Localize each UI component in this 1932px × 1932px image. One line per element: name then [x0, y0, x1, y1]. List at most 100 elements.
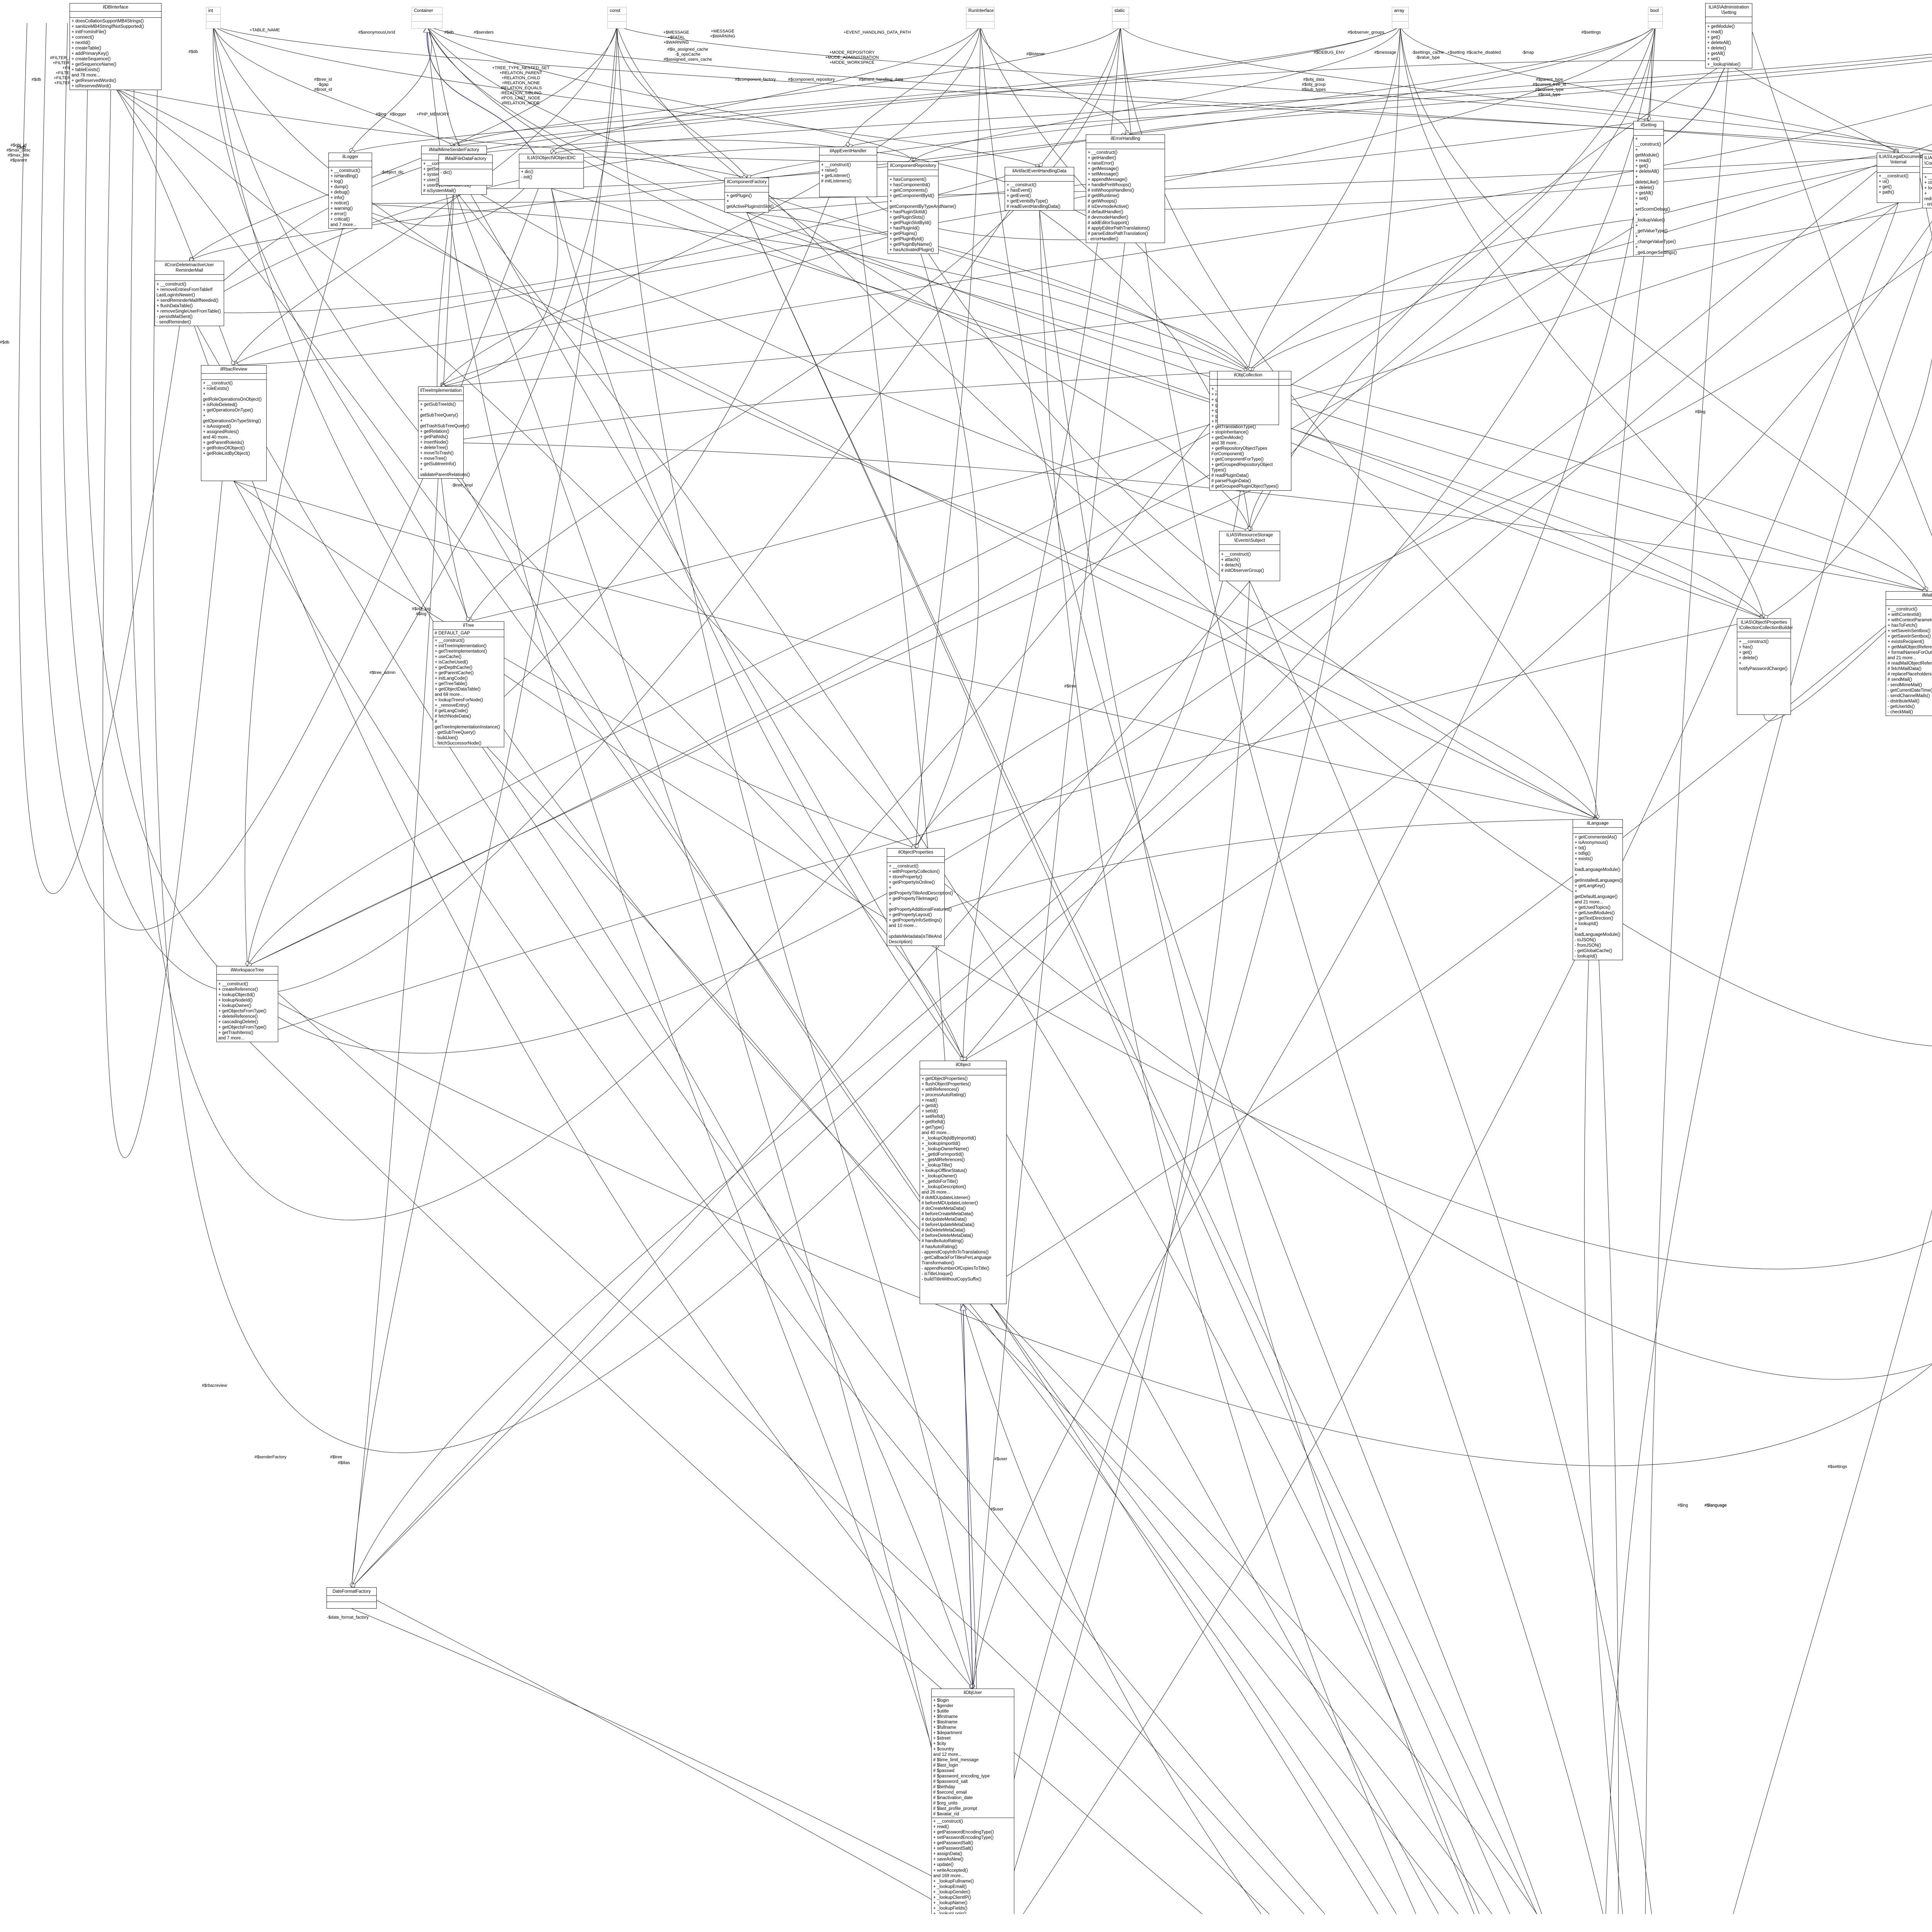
class-node-ilCronDeleteInactiveUserReminderMail[interactable]: ilCronDeleteInactiveUser ReminderMail+ _…	[155, 261, 224, 326]
edge-label: #$obj_id #$max_desc #$max_title #$parent	[7, 143, 31, 163]
edge-label: +MESSAGE +$WARNING	[710, 29, 735, 39]
class-node-attributes	[1923, 168, 1932, 174]
edge-label: #$obj_data #$obj_group #$sub_types	[1302, 77, 1326, 92]
class-node-attributes	[418, 395, 463, 401]
class-node-title: ilObjUser	[932, 1689, 1014, 1697]
class-node-ilMailFileDataFactory[interactable]: ilMailFileDataFactory- dic()	[439, 155, 493, 185]
edge-label: #$db	[0, 340, 9, 345]
edge-label: #$rbacreview	[202, 1383, 227, 1388]
edge-label: +$setting	[1447, 50, 1465, 55]
edge-label: #$ilias	[338, 1461, 350, 1466]
edge-label: #$user	[990, 1507, 1003, 1512]
class-node-title: Container	[412, 7, 442, 15]
class-node-ilAppEventHandler[interactable]: ilAppEventHandler+ __construct() + raise…	[819, 147, 877, 197]
class-node-static[interactable]: static	[1112, 7, 1129, 29]
edge-label: #$obj_log #$log	[412, 607, 430, 617]
edge-label: #$language	[1704, 1503, 1727, 1508]
class-node-operations: + dic() - init()	[519, 168, 583, 181]
class-node-Container[interactable]: Container	[412, 7, 442, 29]
class-node-int[interactable]: int	[206, 7, 221, 29]
class-node-const[interactable]: const	[607, 7, 627, 29]
edge-label: #$senderFactory	[255, 1455, 287, 1460]
class-node-ilObjectCustomUserFieldsCollection[interactable]: ILIAS\Object\Properties \CollectionColle…	[1737, 618, 1791, 715]
edge-label: #$tree	[330, 1455, 342, 1460]
edge-label: #$event_handling_data	[859, 77, 903, 82]
edge-label: -$object_dic	[381, 170, 403, 175]
class-node-title: RunInterface	[966, 7, 994, 15]
class-node-DateFormatFactory[interactable]: DateFormatFactory	[327, 1587, 377, 1609]
class-node-ilObjectProperties[interactable]: ilObjectProperties+ __construct() + with…	[887, 848, 945, 946]
class-node-operations	[1648, 22, 1662, 28]
class-node-attributes	[70, 12, 161, 18]
class-node-ilTreeImplementation[interactable]: ilTreeImplementation+ getSubTreeIds() + …	[418, 386, 464, 479]
edge-label: #$db	[444, 30, 454, 35]
class-node-title: ilComponentFactory	[725, 178, 769, 186]
class-node-ilMail[interactable]: ilMail+ __construct() + withContextId() …	[1886, 591, 1932, 716]
class-node-ILIAS_LegalDocuments_ConsumerToolbox_Routing[interactable]: ILIAS\LegalDocuments \ConsumerToolbox\Ro…	[1922, 154, 1932, 208]
class-node-attributes	[820, 155, 877, 162]
class-node-ilComponentRepository[interactable]: ilComponentRepository+ hasComponent() + …	[888, 162, 939, 254]
edge-label: #$log	[376, 112, 386, 117]
class-node-attributes	[1706, 17, 1752, 23]
edge-label: #$settings	[1582, 30, 1601, 35]
class-node-attributes	[1005, 175, 1074, 182]
class-node-operations: + __construct() + getHandler() + raiseEr…	[1086, 149, 1165, 243]
class-node-ilErrorHandling[interactable]: ilErrorHandling+ __construct() + getHand…	[1086, 134, 1165, 243]
edge-label: #$logger	[390, 112, 406, 117]
class-node-ilComponentFactory[interactable]: ilComponentFactory+ getPlugin() + getAct…	[724, 178, 769, 213]
edge-label: #$DEBUG_ENV	[1314, 50, 1345, 55]
class-node-attributes	[1648, 15, 1662, 22]
edge-label: #$is_assigned_cache -$_opsCache #$assign…	[664, 47, 712, 62]
class-node-attributes	[412, 15, 442, 22]
class-node-ilLogger[interactable]: ilLogger + __construct() + isHandling() +…	[328, 153, 372, 229]
class-node-operations	[1392, 22, 1408, 28]
class-node-operations: + __construct() + initTreeImplementation…	[433, 637, 504, 747]
class-node-operations	[412, 22, 442, 28]
class-node-title: ilObject	[920, 1061, 1006, 1069]
class-node-operations: + __construct() + raise() + getListener(…	[820, 162, 877, 185]
class-node-attributes	[887, 857, 944, 863]
class-node-attributes: + $login + $gender + $utitle + $firstnam…	[932, 1697, 1014, 1818]
class-node-bool[interactable]: bool	[1648, 7, 1663, 29]
class-node-title: ilMail	[1886, 592, 1932, 600]
class-node-ilRbacReview[interactable]: ilRbacReview+ __construct() + roleExists…	[201, 365, 267, 481]
class-node-attributes	[519, 162, 583, 168]
class-node-array[interactable]: array	[1392, 7, 1409, 29]
class-node-ilObjectCollection[interactable]: ilObjCollection	[1217, 371, 1279, 425]
edge-label: +EVENT_HANDLING_DATA_PATH	[844, 30, 911, 35]
class-node-title: ilWorkspaceTree	[217, 966, 278, 975]
class-node-operations: + __construct() + isHandling() + log() +…	[329, 167, 372, 228]
class-node-title: array	[1392, 7, 1408, 15]
class-node-ilWorkspaceTree[interactable]: ilWorkspaceTree+ __construct() + createR…	[216, 966, 278, 1042]
class-node-ilArtifactEventHandlingData[interactable]: ilArtifactEventHandlingData+ __construct…	[1005, 167, 1074, 211]
class-node-ILIAS_LegalDocuments_Internal[interactable]: ILIAS\LegalDocuments \Internal+ __constr…	[1877, 153, 1920, 203]
edge-label: #$lng	[1678, 1503, 1688, 1508]
edge-label: +PHP_MEMORY	[417, 112, 449, 117]
class-node-attributes	[725, 186, 769, 192]
class-node-ILIAS_Object_ilObjectDIC[interactable]: ILIAS\Object\ilObjectDIC+ dic() - init()	[519, 154, 584, 189]
class-node-operations: + doesCollationSupportMB4Strings() + san…	[70, 18, 161, 90]
class-node-attributes	[329, 161, 372, 167]
class-node-ilDBInterface[interactable]: ilDBInterface+ doesCollationSupportMB4St…	[70, 3, 162, 90]
class-node-ilObject[interactable]: ilObject+ getObjectProperties() + flushO…	[920, 1061, 1007, 1304]
class-node-operations: + __construct() + ctrl() + logoutUrl() +…	[1923, 174, 1932, 208]
class-node-title: ILIAS\LegalDocuments \Internal	[1877, 153, 1920, 167]
edge-label: +TABLE_NAME	[250, 28, 280, 33]
edge-label: #$message	[1374, 50, 1396, 55]
class-node-ILIAS_Administration_Setting[interactable]: ILIAS\Administration \Setting+ getModule…	[1705, 3, 1752, 68]
class-node-ilSetting[interactable]: ilSetting+ __construct() + getModule() +…	[1633, 121, 1664, 257]
class-node-title: ilLanguage	[1573, 820, 1622, 828]
class-node-title: ilLogger	[329, 153, 372, 161]
class-node-ILIAS_ResourceStorage_Events_Subject[interactable]: ILIAS\ResourceStorage \Events\Subject+ _…	[1219, 531, 1280, 581]
class-node-ilLanguage[interactable]: ilLanguage+ getCommentedAs() + isAnonymo…	[1573, 819, 1623, 960]
class-node-RunInterface[interactable]: RunInterface	[966, 7, 995, 29]
class-node-attributes	[1737, 632, 1791, 638]
class-node-ilTree[interactable]: ilTree# DEFAULT_GAP+ __construct() + ini…	[433, 621, 504, 747]
class-node-ilObjUser[interactable]: ilObjUser+ $login + $gender + $utitle + …	[931, 1689, 1014, 1932]
class-node-attributes	[920, 1069, 1006, 1075]
class-node-attributes	[1634, 129, 1663, 136]
class-node-title: ilCronDeleteInactiveUser ReminderMail	[155, 261, 224, 275]
class-node-title: ILIAS\Object\Properties \CollectionColle…	[1737, 619, 1791, 632]
class-node-title: int	[206, 7, 220, 15]
